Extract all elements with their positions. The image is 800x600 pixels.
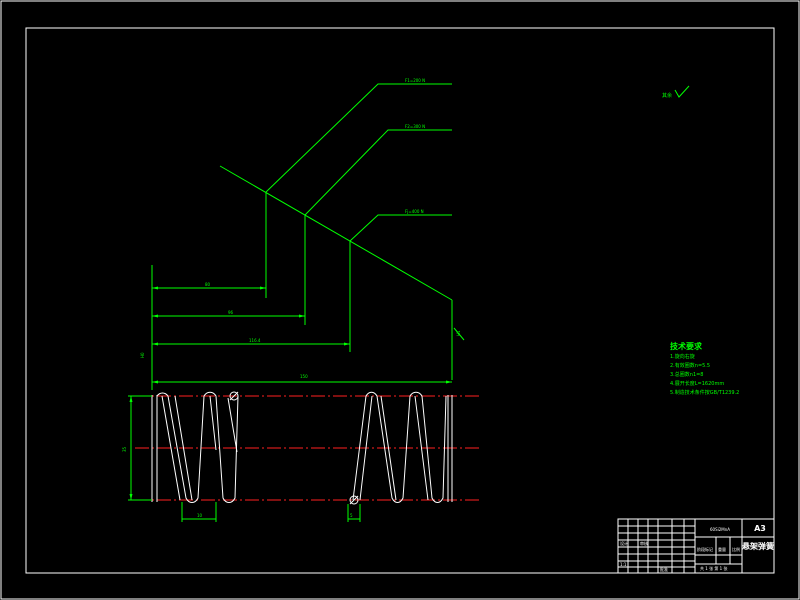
tb-scale: 1:1	[620, 562, 627, 567]
title-block: 设计 审核 1:1 批准 60Si2MnA 阶段标记 重量 比例 共 1 张 第…	[617, 518, 775, 574]
right-end-coil	[447, 395, 453, 502]
tech-req-item: 4.展开长度L=1620mm	[670, 380, 724, 387]
dim-text-1: 80	[205, 282, 211, 287]
tb-weight: 重量	[718, 546, 726, 552]
tech-req-item: 5.制造技术条件按GB/T1239.2	[670, 389, 739, 396]
dim-od-text: 35	[122, 446, 127, 452]
tb-checker: 审核	[640, 540, 648, 546]
tech-req-title: 技术要求	[670, 341, 703, 351]
tech-requirements: 技术要求 1.旋向右旋 2.有效圈数n=5.5 3.总圈数n1=8 4.展开长度…	[670, 341, 739, 396]
tb-ratio: 比例	[732, 546, 740, 552]
left-end-coil	[151, 395, 158, 502]
tech-req-item: 2.有效圈数n=5.5	[670, 362, 710, 369]
dim-text-3: 116.4	[249, 338, 261, 343]
wire-section-top	[229, 391, 239, 401]
tech-req-item: 1.旋向右旋	[670, 353, 695, 360]
load-label-p3: Fj=400 N	[405, 209, 424, 214]
tb-sheet: 共 1 张 第 1 张	[700, 565, 727, 571]
wire-section-bottom	[349, 495, 359, 505]
load-line	[219, 165, 453, 301]
roughness-label: 其余	[662, 92, 672, 99]
dim-pitch-text: 10	[197, 513, 203, 518]
tb-drawing-name: 悬架弹簧	[741, 541, 774, 551]
roughness-symbol: 其余	[662, 85, 690, 99]
dim-text-4: 150	[300, 374, 308, 379]
tb-stage: 阶段标记	[697, 546, 713, 552]
leader-p1	[265, 83, 452, 193]
tb-approver: 批准	[660, 566, 668, 572]
leader-p3	[349, 214, 452, 242]
inner-frame	[25, 27, 775, 574]
load-diagram: F1=200 N F2=300 N Fj=400 N 80 96 116.4 1…	[140, 78, 465, 390]
dim-wire-text: 5	[350, 513, 353, 518]
dim-text-2: 96	[228, 310, 234, 315]
tech-req-item: 3.总圈数n1=8	[670, 371, 704, 378]
left-mark: H0	[140, 352, 145, 358]
roughness-check-icon	[674, 85, 690, 98]
leader-p2	[304, 129, 452, 216]
tb-designer: 设计	[620, 540, 628, 546]
tb-material: 60Si2MnA	[710, 527, 730, 532]
load-label-p2: F2=300 N	[405, 124, 425, 129]
spring-view: 35 10 5	[122, 391, 480, 522]
load-label-p1: F1=200 N	[405, 78, 425, 83]
tb-size: A3	[754, 524, 766, 533]
